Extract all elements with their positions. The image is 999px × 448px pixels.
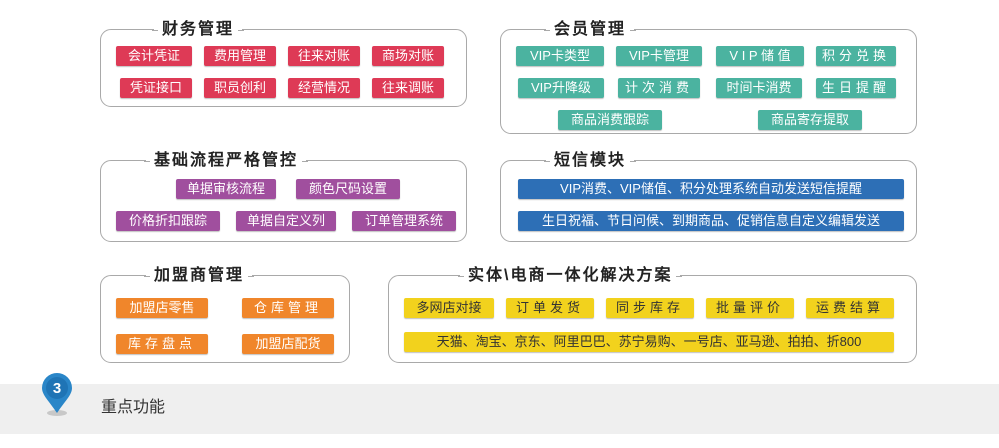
finance-item-reconciliation[interactable]: 往来对账: [288, 46, 360, 66]
finance-item-staff-profit[interactable]: 职员创利: [204, 78, 276, 98]
member-item-count-consumption[interactable]: 计次消费: [618, 78, 700, 98]
member-item-vip-card-type[interactable]: VIP卡类型: [516, 46, 604, 66]
member-item-product-storage[interactable]: 商品寄存提取: [758, 110, 862, 130]
basic-item-custom-columns[interactable]: 单据自定义列: [236, 211, 336, 231]
ecommerce-item-freight-settlement[interactable]: 运费结算: [806, 298, 894, 318]
finance-title: 财务管理: [151, 19, 245, 41]
member-item-time-card[interactable]: 时间卡消费: [716, 78, 802, 98]
franchise-item-distribution[interactable]: 加盟店配货: [242, 334, 334, 354]
franchise-title: 加盟商管理: [143, 265, 255, 287]
finance-item-voucher-interface[interactable]: 凭证接口: [120, 78, 192, 98]
finance-item-expense-management[interactable]: 费用管理: [204, 46, 276, 66]
ecommerce-item-batch-review[interactable]: 批量评价: [706, 298, 794, 318]
ecommerce-item-platforms[interactable]: 天猫、淘宝、京东、阿里巴巴、苏宁易购、一号店、亚马逊、拍拍、折800: [404, 332, 894, 352]
member-item-product-consumption-tracking[interactable]: 商品消费跟踪: [558, 110, 662, 130]
sms-item-custom-send[interactable]: 生日祝福、节日问候、到期商品、促销信息自定义编辑发送: [518, 211, 904, 231]
franchise-item-inventory-count[interactable]: 库存盘点: [116, 334, 208, 354]
sms-item-auto-notify[interactable]: VIP消费、VIP储值、积分处理系统自动发送短信提醒: [518, 179, 904, 199]
footer-bar: [0, 384, 999, 434]
ecommerce-item-sync-stock[interactable]: 同步库存: [606, 298, 694, 318]
basic-item-color-size[interactable]: 颜色尺码设置: [296, 179, 400, 199]
ecommerce-item-order-shipping[interactable]: 订单发货: [506, 298, 594, 318]
footer-section-label: 重点功能: [101, 399, 166, 416]
member-title: 会员管理: [543, 19, 637, 41]
member-item-points-exchange[interactable]: 积分兑换: [816, 46, 896, 66]
member-item-vip-upgrade[interactable]: VIP升降级: [518, 78, 604, 98]
basic-item-order-system[interactable]: 订单管理系统: [352, 211, 456, 231]
finance-item-business-status[interactable]: 经营情况: [288, 78, 360, 98]
basic-item-approval-flow[interactable]: 单据审核流程: [176, 179, 276, 199]
basic-item-price-discount[interactable]: 价格折扣跟踪: [116, 211, 220, 231]
finance-item-mall-reconciliation[interactable]: 商场对账: [372, 46, 444, 66]
member-item-vip-card-management[interactable]: VIP卡管理: [616, 46, 702, 66]
franchise-item-warehouse[interactable]: 仓库管理: [242, 298, 334, 318]
finance-item-account-adjust[interactable]: 往来调账: [372, 78, 444, 98]
franchise-item-retail[interactable]: 加盟店零售: [116, 298, 208, 318]
sms-title: 短信模块: [543, 150, 637, 172]
footer-step-number: 3: [53, 380, 61, 397]
ecommerce-item-multi-store[interactable]: 多网店对接: [404, 298, 494, 318]
ecommerce-title: 实体\电商一体化解决方案: [457, 265, 683, 287]
location-pin-icon: 3: [42, 373, 72, 416]
member-item-vip-deposit[interactable]: V I P 储 值: [716, 46, 804, 66]
finance-item-accounting-voucher[interactable]: 会计凭证: [116, 46, 192, 66]
member-item-birthday-reminder[interactable]: 生日提醒: [816, 78, 896, 98]
basic-process-title: 基础流程严格管控: [143, 150, 309, 172]
